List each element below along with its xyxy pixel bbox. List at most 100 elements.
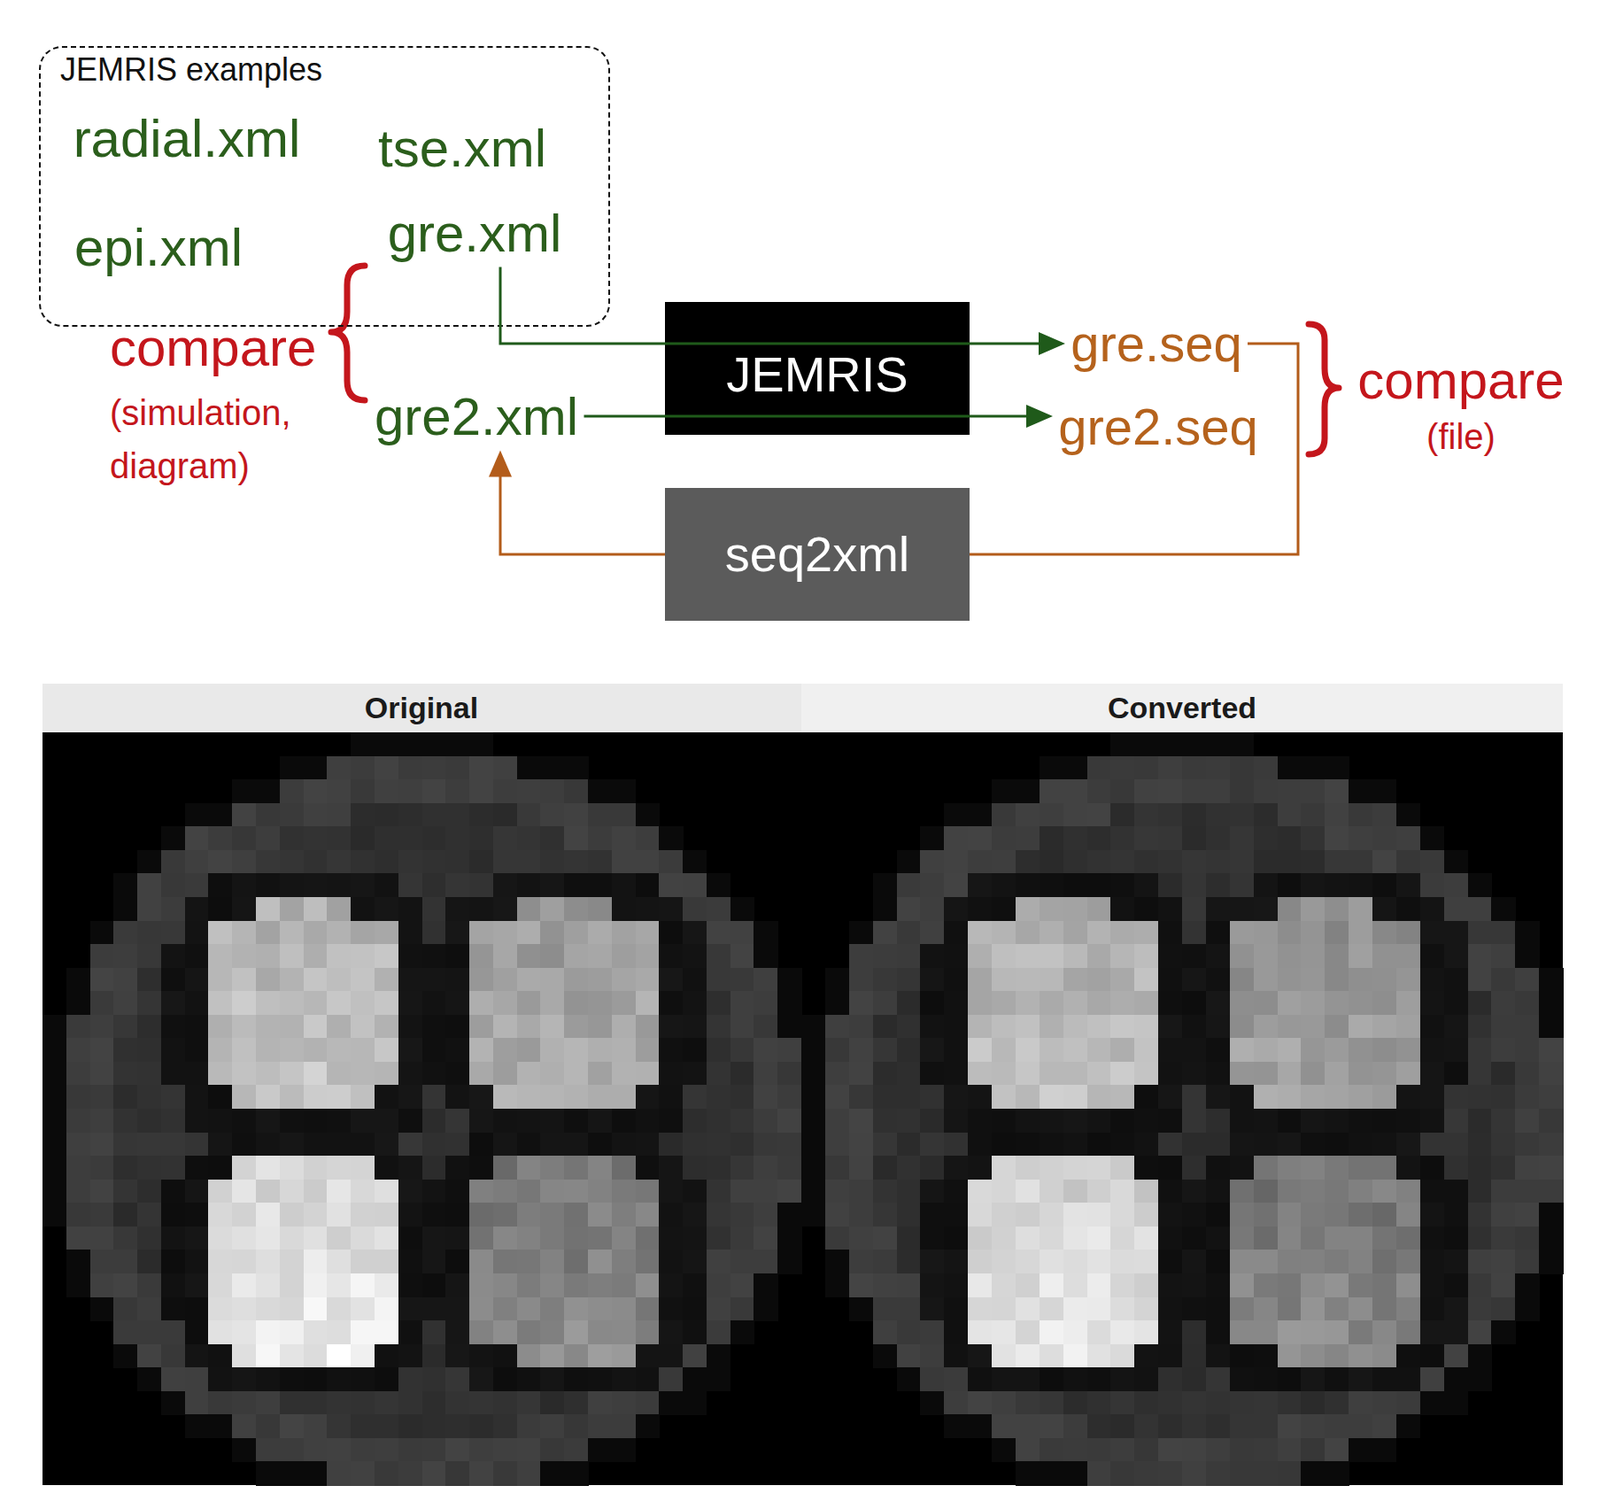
image-pixel <box>161 1226 186 1251</box>
image-pixel <box>1158 1391 1183 1415</box>
image-pixel <box>777 1014 802 1039</box>
image-pixel <box>350 873 375 897</box>
image-pixel <box>1182 1273 1206 1298</box>
image-pixel <box>635 1084 660 1109</box>
image-pixel <box>706 1344 731 1369</box>
node-label: gre.xml <box>387 202 563 264</box>
image-pixel <box>445 1249 470 1274</box>
image-pixel <box>1348 1414 1373 1438</box>
image-pixel <box>825 1014 850 1039</box>
image-pixel <box>682 873 707 897</box>
image-pixel <box>469 1437 494 1462</box>
image-pixel <box>66 1014 91 1039</box>
image-pixel <box>255 967 280 992</box>
image-pixel <box>564 803 588 828</box>
image-pixel <box>611 803 636 828</box>
image-pixel <box>1182 1297 1206 1322</box>
image-pixel <box>469 779 494 804</box>
image-pixel <box>1277 920 1302 945</box>
image-pixel <box>303 1414 328 1438</box>
image-pixel <box>1063 826 1088 851</box>
image-pixel <box>1110 1367 1135 1392</box>
image-pixel <box>1015 1344 1040 1369</box>
image-pixel <box>1134 1391 1159 1415</box>
image-pixel <box>1134 1297 1159 1322</box>
image-pixel <box>1277 779 1302 804</box>
image-pixel <box>398 1226 423 1251</box>
image-pixel <box>1134 1132 1159 1157</box>
image-pixel <box>1110 1414 1135 1438</box>
image-pixel <box>1396 1297 1421 1322</box>
image-pixel <box>185 920 209 945</box>
image-pixel <box>469 920 494 945</box>
image-pixel <box>1300 1037 1325 1062</box>
image-pixel <box>255 1226 280 1251</box>
image-pixel <box>350 1014 375 1039</box>
image-pixel <box>1300 803 1325 828</box>
image-pixel <box>1205 1297 1230 1322</box>
image-ground <box>801 732 1563 1485</box>
image-pixel <box>1158 943 1183 968</box>
image-pixel <box>1253 1460 1278 1485</box>
image-pixel <box>113 1297 138 1322</box>
image-pixel <box>445 1061 470 1086</box>
image-pixel <box>469 943 494 968</box>
image-pixel <box>1468 967 1492 992</box>
image-pixel <box>445 943 470 968</box>
image-pixel <box>350 990 375 1015</box>
image-pixel <box>161 1155 186 1180</box>
image-pixel <box>208 1108 232 1133</box>
image-pixel <box>658 1344 683 1369</box>
image-pixel <box>730 920 755 945</box>
image-pixel <box>303 1391 328 1415</box>
image-pixel <box>587 873 612 897</box>
image-pixel <box>587 1437 612 1462</box>
image-pixel <box>1087 1460 1112 1485</box>
image-pixel <box>658 1179 683 1204</box>
image-pixel <box>1229 1014 1254 1039</box>
image-pixel <box>398 1249 423 1274</box>
image-pixel <box>1300 1108 1325 1133</box>
image-pixel <box>1087 1437 1112 1462</box>
image-pixel <box>1396 1367 1421 1392</box>
image-pixel <box>1158 1344 1183 1369</box>
image-pixel <box>1063 1132 1088 1157</box>
image-pixel <box>1134 1061 1159 1086</box>
image-pixel <box>1158 1155 1183 1180</box>
image-pixel <box>66 967 91 992</box>
image-pixel <box>1110 732 1135 757</box>
phantom-image <box>42 732 803 1486</box>
image-pixel <box>1420 1084 1445 1109</box>
image-pixel <box>231 1249 256 1274</box>
image-pixel <box>445 826 470 851</box>
image-pixel <box>1324 1344 1349 1369</box>
image-pixel <box>635 1414 660 1438</box>
image-pixel <box>1039 1108 1064 1133</box>
image-pixel <box>185 1391 209 1415</box>
image-pixel <box>1039 1226 1064 1251</box>
image-pixel <box>326 1179 351 1204</box>
image-pixel <box>303 1297 328 1322</box>
image-pixel <box>1205 1037 1230 1062</box>
image-pixel <box>564 1437 588 1462</box>
image-pixel <box>493 1391 518 1415</box>
image-pixel <box>753 1155 778 1180</box>
image-pixel <box>326 1226 351 1251</box>
image-pixel <box>730 1249 755 1274</box>
image-pixel <box>587 1014 612 1039</box>
image-pixel <box>493 1414 518 1438</box>
image-pixel <box>208 920 232 945</box>
image-pixel <box>517 1367 542 1392</box>
image-pixel <box>1372 1155 1397 1180</box>
image-pixel <box>517 756 542 781</box>
image-pixel <box>1420 1155 1445 1180</box>
image-pixel <box>682 990 707 1015</box>
image-pixel <box>1444 1108 1469 1133</box>
image-pixel <box>873 1226 897 1251</box>
image-pixel <box>1300 1155 1325 1180</box>
image-pixel <box>1015 1037 1040 1062</box>
image-pixel <box>943 1155 968 1180</box>
image-pixel <box>1444 1155 1469 1180</box>
image-pixel <box>517 1132 542 1157</box>
image-pixel <box>611 1249 636 1274</box>
